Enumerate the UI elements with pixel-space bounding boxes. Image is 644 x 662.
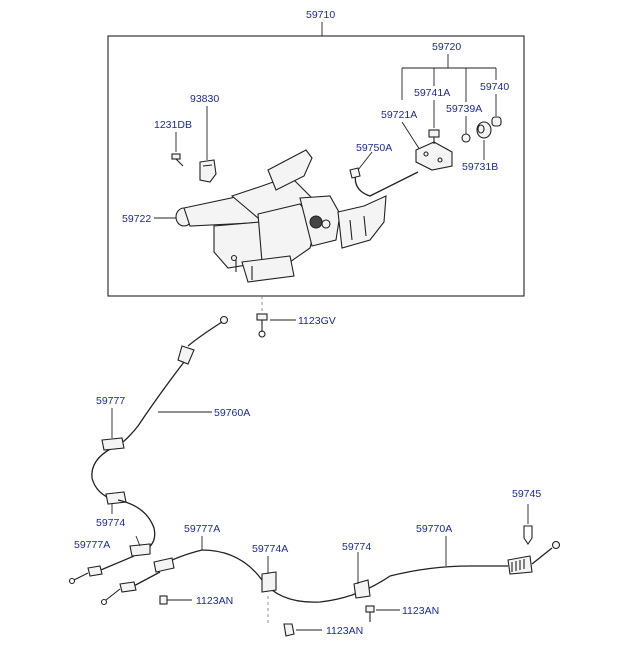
label-59721A: 59721A — [381, 109, 417, 121]
label-59777: 59777 — [96, 395, 125, 407]
label-59710: 59710 — [306, 9, 335, 21]
rear-mid-cable-59777A — [100, 536, 203, 606]
assembly-frame — [107, 35, 525, 297]
label-59774-left: 59774 — [96, 517, 125, 529]
label-59741A: 59741A — [414, 87, 450, 99]
label-59774-right: 59774 — [342, 541, 371, 553]
label-59722: 59722 — [122, 213, 151, 225]
label-1123AN-bottom: 1123AN — [326, 625, 363, 637]
cable-59750A — [349, 151, 419, 197]
label-59720: 59720 — [432, 41, 461, 53]
bolt-1123AN-left — [159, 595, 192, 605]
label-93830: 93830 — [190, 93, 219, 105]
bushing-59731B — [476, 121, 492, 160]
screw-1231DB — [171, 132, 184, 167]
clip-59745 — [523, 504, 533, 545]
label-1123AN-left: 1123AN — [196, 595, 233, 607]
rear-main-cable-59770A — [201, 536, 561, 603]
label-59750A: 59750A — [356, 142, 392, 154]
label-1123AN-right: 1123AN — [402, 605, 439, 617]
bracket-59721A — [401, 121, 453, 171]
switch-93830 — [199, 106, 217, 183]
nut-59739A — [461, 116, 471, 143]
label-59770A: 59770A — [416, 523, 452, 535]
label-1231DB: 1231DB — [154, 119, 192, 131]
label-59777A-mid: 59777A — [184, 523, 220, 535]
leader-group-59720 — [401, 54, 497, 102]
bolt-59741A — [428, 100, 440, 144]
cap-59740 — [491, 94, 502, 127]
label-59774A: 59774A — [252, 543, 288, 555]
label-59745: 59745 — [512, 488, 541, 500]
bolt-1123AN-bottom — [267, 596, 322, 637]
front-cable-59760A — [91, 315, 229, 501]
label-59731B: 59731B — [462, 161, 498, 173]
bolt-1123AN-right — [365, 605, 400, 622]
bolt-1123GV — [256, 313, 296, 338]
parking-brake-lever-59722 — [154, 149, 387, 283]
label-59777A-left: 59777A — [74, 539, 110, 551]
rear-left-cable — [68, 491, 156, 585]
label-59740: 59740 — [480, 81, 509, 93]
label-1123GV: 1123GV — [298, 315, 336, 327]
label-59739A: 59739A — [446, 103, 482, 115]
label-59760A: 59760A — [214, 407, 250, 419]
